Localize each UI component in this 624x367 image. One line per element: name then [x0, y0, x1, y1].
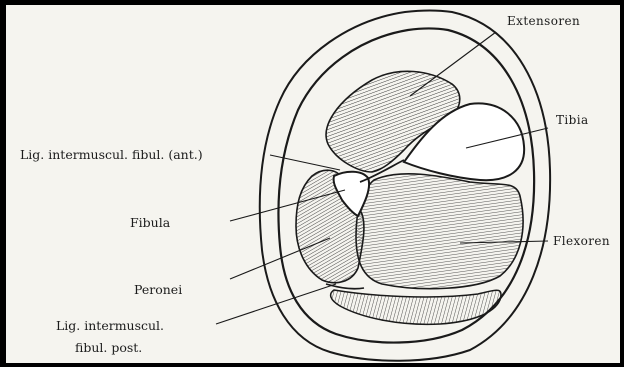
label-lig-intermuscul-post-line2: fibul. post. [75, 340, 142, 355]
label-lig-intermuscul-ant: Lig. intermuscul. fibul. (ant.) [20, 147, 203, 162]
label-flexoren: Flexoren [553, 234, 610, 248]
label-fibula: Fibula [130, 215, 171, 230]
label-tibia: Tibia [556, 113, 589, 127]
label-peronei: Peronei [134, 282, 182, 297]
label-extensoren: Extensoren [507, 14, 580, 28]
flexoren-muscle [356, 174, 523, 289]
label-lig-intermuscul-post-line1: Lig. intermuscul. [56, 318, 164, 333]
